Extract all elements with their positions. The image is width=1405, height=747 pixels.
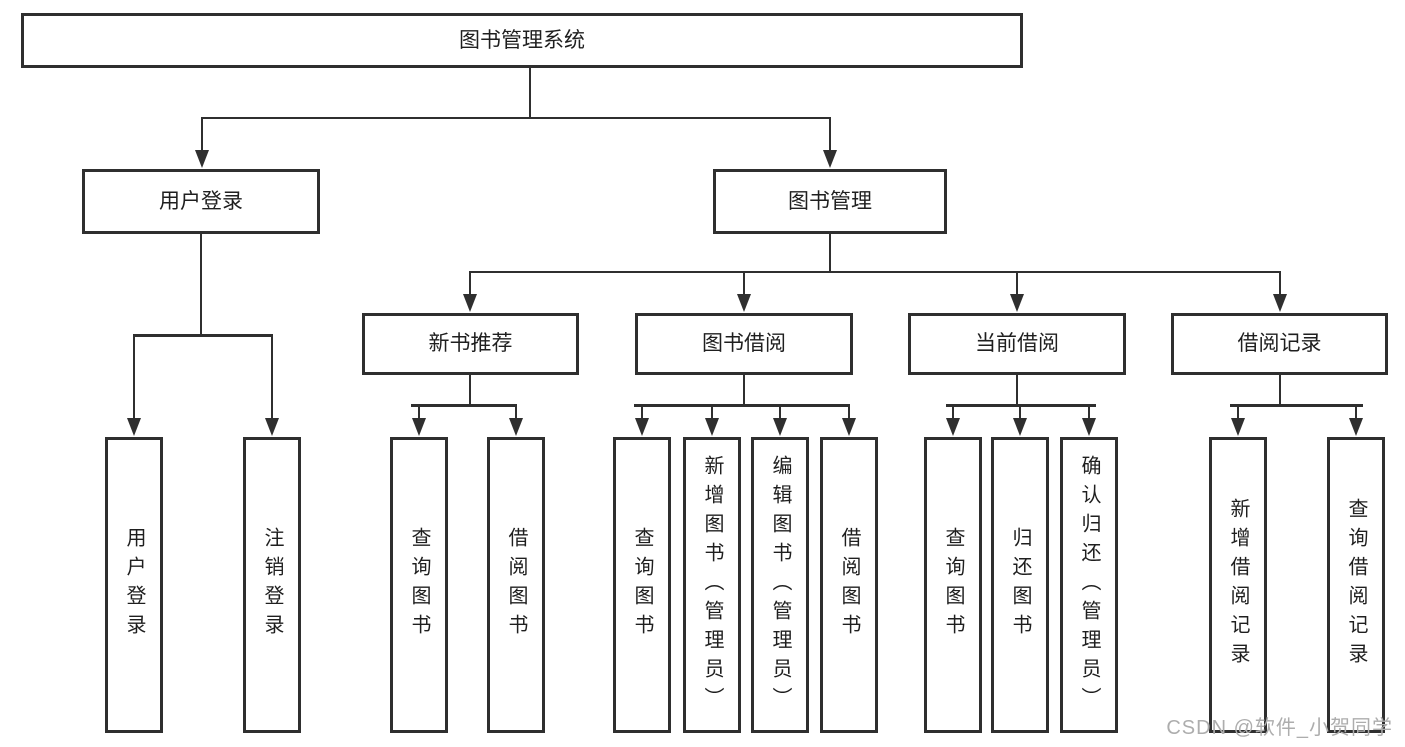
- connector-stem: [1355, 406, 1357, 422]
- connector-rail: [634, 404, 850, 407]
- node-book-management: 图书管理: [713, 169, 947, 234]
- connector-stem: [271, 335, 273, 421]
- arrowhead: [773, 418, 787, 436]
- node-root: 图书管理系统: [21, 13, 1023, 68]
- node-borrow-books-1: 借阅图书: [487, 437, 545, 733]
- connector-stem: [515, 406, 517, 422]
- node-query-books-2: 查询图书: [613, 437, 671, 733]
- connector-stem: [1088, 406, 1090, 422]
- node-query-books-1: 查询图书: [390, 437, 448, 733]
- arrowhead: [1231, 418, 1245, 436]
- connector-login-rail: [133, 334, 273, 337]
- connector-stem: [1019, 406, 1021, 422]
- connector-stem: [418, 406, 420, 422]
- node-borrow-records: 借阅记录: [1171, 313, 1388, 375]
- arrowhead: [195, 150, 209, 168]
- connector-drop: [469, 375, 471, 406]
- arrowhead: [1013, 418, 1027, 436]
- connector-stem: [133, 335, 135, 421]
- arrowhead: [635, 418, 649, 436]
- connector-drop: [743, 375, 745, 406]
- arrowhead: [463, 294, 477, 312]
- connector-level2-rail: [201, 117, 831, 119]
- node-query-books-3: 查询图书: [924, 437, 982, 733]
- connector-root-drop: [529, 68, 531, 118]
- node-user-login: 用户登录: [82, 169, 320, 234]
- connector-stem: [711, 406, 713, 422]
- connector-stem: [743, 272, 745, 298]
- connector-stem: [1279, 272, 1281, 298]
- arrowhead: [823, 150, 837, 168]
- connector-level3-rail: [469, 271, 1281, 273]
- connector-drop: [1016, 375, 1018, 406]
- node-book-borrow: 图书借阅: [635, 313, 853, 375]
- connector-stem: [469, 272, 471, 298]
- arrowhead: [1010, 294, 1024, 312]
- arrowhead: [737, 294, 751, 312]
- node-user-login-leaf: 用户登录: [105, 437, 163, 733]
- connector-rail: [946, 404, 1096, 407]
- node-confirm-return-admin: 确认归还（管理员）: [1060, 437, 1118, 733]
- connector-stem: [641, 406, 643, 422]
- arrowhead: [265, 418, 279, 436]
- connector-rail: [411, 404, 517, 407]
- node-query-borrow-record: 查询借阅记录: [1327, 437, 1385, 733]
- connector-drop: [1279, 375, 1281, 406]
- node-edit-books-admin: 编辑图书（管理员）: [751, 437, 809, 733]
- node-new-book-recommend: 新书推荐: [362, 313, 579, 375]
- connector-stem: [1016, 272, 1018, 298]
- connector-stem: [1237, 406, 1239, 422]
- connector-rail: [1230, 404, 1363, 407]
- node-current-borrow: 当前借阅: [908, 313, 1126, 375]
- connector-mgmt-drop: [829, 234, 831, 272]
- csdn-watermark: CSDN @软件_小贺同学: [1166, 717, 1393, 739]
- connector-stem: [201, 118, 203, 156]
- arrowhead: [842, 418, 856, 436]
- connector-stem: [779, 406, 781, 422]
- node-borrow-books-2: 借阅图书: [820, 437, 878, 733]
- node-add-borrow-record: 新增借阅记录: [1209, 437, 1267, 733]
- arrowhead: [1349, 418, 1363, 436]
- arrowhead: [127, 418, 141, 436]
- arrowhead: [1273, 294, 1287, 312]
- arrowhead: [412, 418, 426, 436]
- arrowhead: [509, 418, 523, 436]
- node-return-books: 归还图书: [991, 437, 1049, 733]
- connector-stem: [952, 406, 954, 422]
- arrowhead: [705, 418, 719, 436]
- arrowhead: [946, 418, 960, 436]
- arrowhead: [1082, 418, 1096, 436]
- node-add-books-admin: 新增图书（管理员）: [683, 437, 741, 733]
- connector-stem: [848, 406, 850, 422]
- connector-stem: [829, 118, 831, 156]
- connector-login-drop: [200, 234, 202, 335]
- node-logout-leaf: 注销登录: [243, 437, 301, 733]
